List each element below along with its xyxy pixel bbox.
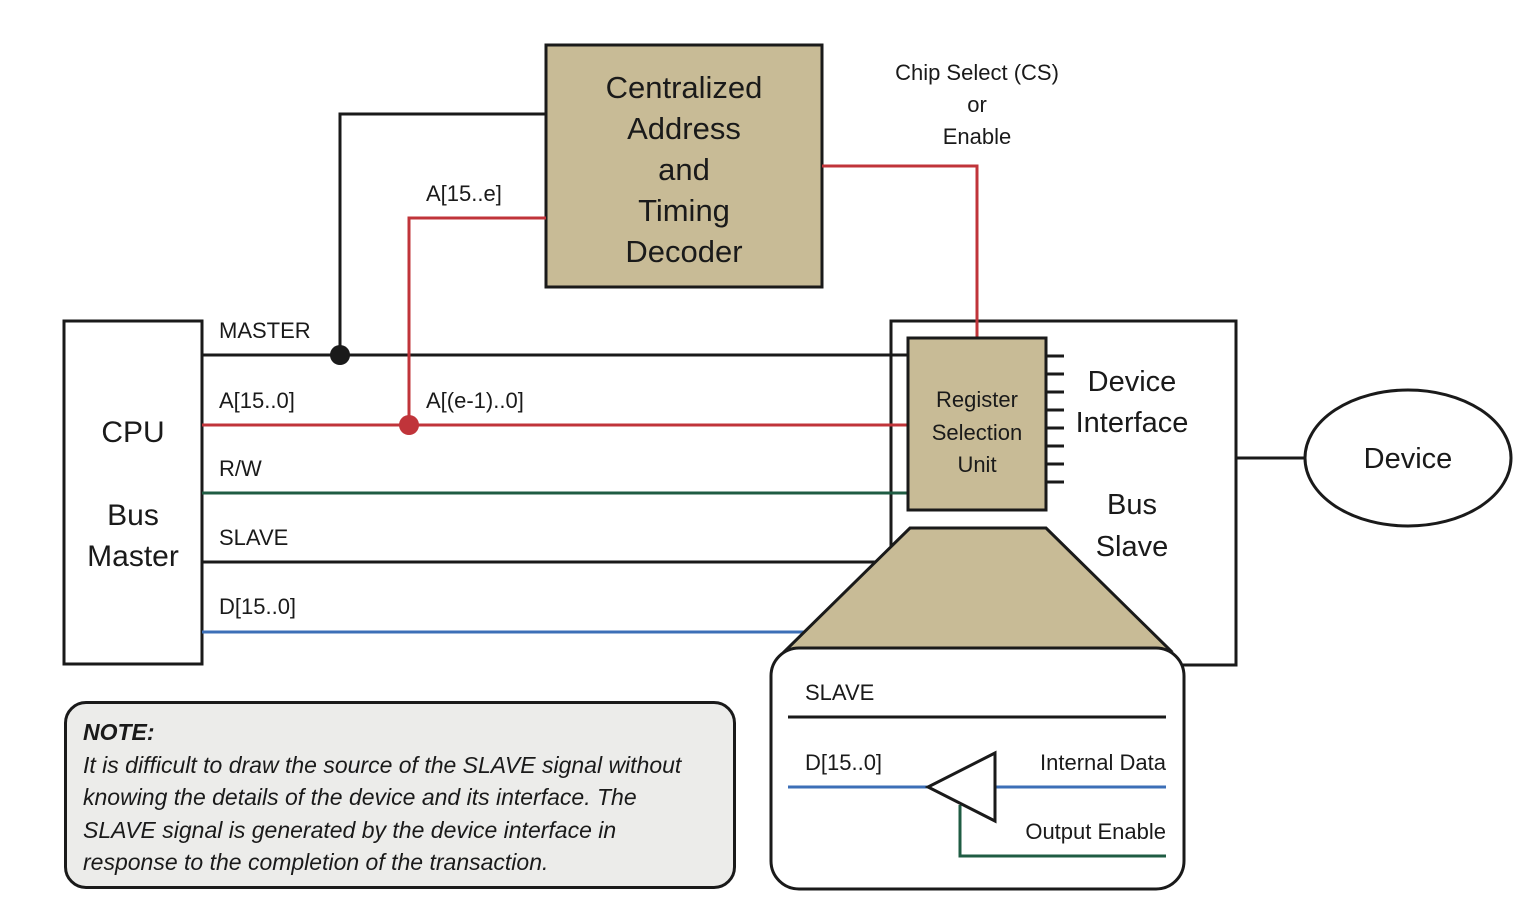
output-enable-line [958,805,1166,858]
master-junction-dot [330,345,350,365]
decoder-label-5: Decoder [625,234,742,269]
master-label: MASTER [219,318,311,343]
device-ellipse [1303,388,1513,528]
register-selection-unit [906,336,1048,512]
bus-master-label-1: Bus [107,499,159,532]
bus-slave-label-1: Bus [1107,489,1157,521]
cpu-box [62,319,204,666]
address-full-label: A[15..0] [219,388,295,413]
cpu-label: CPU [101,416,164,449]
register-label-3: Unit [957,452,996,477]
detail-slave-label: SLAVE [805,680,874,705]
note-text-line-4: response to the completion of the transa… [83,849,549,875]
decoder-box [544,43,824,289]
chip-select-line [822,164,979,338]
register-label-2: Selection [932,420,1023,445]
internal-data-label: Internal Data [1040,750,1167,775]
slave-label: SLAVE [219,525,288,550]
note-title: NOTE: [83,719,155,745]
address-high-line [407,216,546,425]
master-to-decoder-line [338,112,546,355]
chip-select-label-1: Chip Select (CS) [895,60,1059,85]
chip-select-label-2: or [967,92,987,117]
address-high-label: A[15..e] [426,181,502,206]
register-label-1: Register [936,387,1018,412]
tristate-buffer-icon [924,750,997,824]
decoder-label-4: Timing [638,193,730,228]
chip-select-label-3: Enable [943,124,1012,149]
note-box: NOTE: It is difficult to draw the source… [64,701,736,889]
decoder-label-2: Address [627,111,741,146]
note-text-line-3: SLAVE signal is generated by the device … [83,816,617,843]
register-output-pins [1046,354,1064,484]
output-enable-label: Output Enable [1025,819,1166,844]
decoder-label-1: Centralized [606,70,763,105]
bus-slave-label-2: Slave [1096,531,1169,563]
device-label: Device [1364,443,1453,475]
address-low-label: A[(e-1)..0] [426,388,524,413]
device-interface-label-2: Interface [1076,407,1189,439]
detail-data-label: D[15..0] [805,750,882,775]
note-text-line-2: knowing the details of the device and it… [83,784,637,810]
address-junction-dot [399,415,419,435]
note-text-line-1: It is difficult to draw the source of th… [83,751,682,778]
rw-label: R/W [219,456,262,481]
data-label: D[15..0] [219,594,296,619]
device-interface-label-1: Device [1088,366,1177,398]
decoder-label-3: and [658,152,710,187]
bus-master-label-2: Master [87,540,179,573]
